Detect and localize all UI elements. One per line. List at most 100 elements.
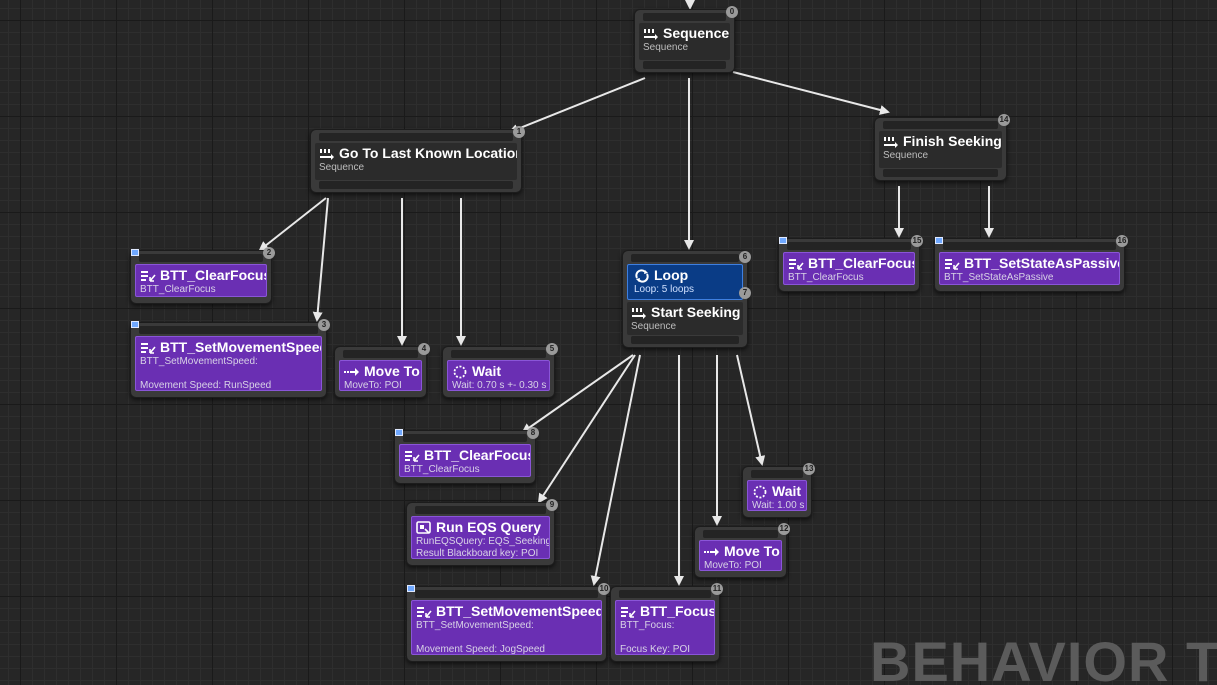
node-sequence-root[interactable]: Sequence Sequence 0 bbox=[634, 6, 738, 73]
execution-order-badge: 11 bbox=[711, 583, 723, 595]
sequence-icon bbox=[319, 147, 335, 161]
node-title: BTT_SetStateAsPassive bbox=[964, 255, 1120, 271]
node-title: BTT_ClearFocus bbox=[808, 255, 915, 271]
node-body: Start Seeking Sequence bbox=[627, 302, 743, 335]
input-pin[interactable] bbox=[703, 530, 778, 538]
input-pin[interactable] bbox=[139, 254, 263, 262]
node-btt-clearfocus[interactable]: BTT_ClearFocus BTT_ClearFocus 2 bbox=[130, 247, 275, 304]
input-pin[interactable] bbox=[619, 590, 711, 598]
wire bbox=[732, 71, 890, 115]
node-btt-setstateaspassive[interactable]: BTT_SetStateAsPassive BTT_SetStateAsPass… bbox=[934, 235, 1128, 292]
wire bbox=[508, 77, 646, 134]
input-pin[interactable] bbox=[451, 350, 546, 358]
execution-order-badge: 16 bbox=[1116, 235, 1128, 247]
node-subtitle: BTT_SetMovementSpeed: bbox=[416, 620, 534, 631]
node-subtitle: Sequence bbox=[643, 42, 689, 53]
execution-order-badge: 10 bbox=[598, 583, 610, 595]
node-subtitle: Wait: 0.70 s +- 0.30 s bbox=[452, 380, 547, 391]
node-subtitle: BTT_ClearFocus bbox=[404, 464, 480, 475]
input-pin[interactable] bbox=[883, 121, 998, 129]
input-pin[interactable] bbox=[343, 350, 418, 358]
node-start-seeking[interactable]: Loop Loop: 5 loops 6 Start Seeking Seque… bbox=[622, 250, 751, 348]
node-btt-setmovementspeed[interactable]: BTT_SetMovementSpeed BTT_SetMovementSpee… bbox=[130, 319, 330, 398]
input-pin[interactable] bbox=[943, 242, 1116, 250]
node-body: Wait Wait: 0.70 s +- 0.30 s bbox=[447, 360, 550, 391]
task-list-icon bbox=[140, 269, 156, 283]
node-property: Movement Speed: JogSpeed bbox=[416, 644, 545, 655]
node-btt-clearfocus[interactable]: BTT_ClearFocus BTT_ClearFocus 8 bbox=[394, 427, 539, 484]
input-pin[interactable] bbox=[643, 13, 726, 21]
node-wait[interactable]: Wait Wait: 1.00 s 13 bbox=[742, 463, 815, 518]
execution-order-badge: 5 bbox=[546, 343, 558, 355]
node-subtitle: RunEQSQuery: EQS_Seeking bbox=[416, 536, 550, 547]
wire bbox=[258, 197, 327, 252]
input-pin[interactable] bbox=[403, 434, 527, 442]
watermark-text: BEHAVIOR TR bbox=[870, 632, 1217, 685]
node-body: BTT_ClearFocus BTT_ClearFocus bbox=[135, 264, 267, 297]
decorator-subtitle: Loop: 5 loops bbox=[634, 284, 695, 295]
node-subtitle: MoveTo: POI bbox=[344, 380, 402, 391]
input-pin[interactable] bbox=[415, 590, 598, 598]
node-body: BTT_ClearFocus BTT_ClearFocus bbox=[783, 252, 915, 285]
node-btt-clearfocus[interactable]: BTT_ClearFocus BTT_ClearFocus 15 bbox=[778, 235, 923, 292]
node-title: Move To bbox=[364, 363, 420, 379]
node-move-to[interactable]: Move To MoveTo: POI 12 bbox=[694, 523, 790, 578]
breakpoint-flag-icon bbox=[935, 237, 943, 244]
node-body: BTT_Focus BTT_Focus: Focus Key: POI bbox=[615, 600, 715, 655]
node-wait[interactable]: Wait Wait: 0.70 s +- 0.30 s 5 bbox=[442, 343, 558, 398]
sequence-icon bbox=[631, 306, 647, 320]
wire bbox=[590, 354, 641, 586]
input-pin[interactable] bbox=[631, 254, 739, 262]
node-subtitle: BTT_SetStateAsPassive bbox=[944, 272, 1054, 283]
node-go-to-last-known-location[interactable]: Go To Last Known Location Sequence 1 bbox=[310, 126, 525, 193]
node-subtitle: Sequence bbox=[319, 162, 365, 173]
behavior-tree-watermark: BEHAVIOR TR bbox=[870, 632, 1217, 685]
sequence-icon bbox=[883, 135, 899, 149]
input-pin[interactable] bbox=[787, 242, 911, 250]
node-body: BTT_ClearFocus BTT_ClearFocus bbox=[399, 444, 531, 477]
breakpoint-flag-icon bbox=[131, 249, 139, 256]
output-pin[interactable] bbox=[319, 181, 513, 189]
node-body: Move To MoveTo: POI bbox=[699, 540, 782, 571]
wire bbox=[736, 354, 766, 466]
node-finish-seeking[interactable]: Finish Seeking Sequence 14 bbox=[874, 114, 1010, 181]
execution-order-badge: 4 bbox=[418, 343, 430, 355]
node-title: BTT_SetMovementSpeed bbox=[436, 603, 602, 619]
wire bbox=[312, 197, 329, 322]
node-title: Start Seeking bbox=[651, 304, 741, 320]
breakpoint-flag-icon bbox=[131, 321, 139, 328]
output-pin[interactable] bbox=[631, 336, 739, 344]
breakpoint-flag-icon bbox=[395, 429, 403, 436]
task-list-icon bbox=[140, 341, 156, 355]
node-subtitle: Sequence bbox=[631, 321, 677, 332]
node-property: Result Blackboard key: POI bbox=[416, 548, 539, 559]
node-body: Finish Seeking Sequence bbox=[879, 131, 1002, 168]
task-list-icon bbox=[788, 257, 804, 271]
input-pin[interactable] bbox=[415, 506, 546, 514]
node-body: BTT_SetMovementSpeed BTT_SetMovementSpee… bbox=[411, 600, 602, 655]
input-pin[interactable] bbox=[139, 326, 318, 334]
node-body: Move To MoveTo: POI bbox=[339, 360, 422, 391]
node-subtitle: BTT_Focus: bbox=[620, 620, 675, 631]
node-move-to[interactable]: Move To MoveTo: POI 4 bbox=[334, 343, 430, 398]
decorator-loop[interactable]: Loop Loop: 5 loops bbox=[627, 264, 743, 300]
execution-order-badge: 2 bbox=[263, 247, 275, 259]
node-body: BTT_SetStateAsPassive BTT_SetStateAsPass… bbox=[939, 252, 1120, 285]
output-pin[interactable] bbox=[643, 61, 726, 69]
output-pin[interactable] bbox=[883, 169, 998, 177]
node-body: BTT_SetMovementSpeed BTT_SetMovementSpee… bbox=[135, 336, 322, 391]
node-title: BTT_ClearFocus bbox=[160, 267, 267, 283]
task-list-icon bbox=[404, 449, 420, 463]
execution-order-badge: 13 bbox=[803, 463, 815, 475]
node-title: BTT_Focus bbox=[640, 603, 715, 619]
input-pin[interactable] bbox=[751, 470, 803, 478]
node-title: Go To Last Known Location bbox=[339, 145, 517, 161]
node-run-eqs-query[interactable]: Run EQS Query RunEQSQuery: EQS_Seeking R… bbox=[406, 499, 558, 566]
task-list-icon bbox=[944, 257, 960, 271]
node-btt-setmovementspeed[interactable]: BTT_SetMovementSpeed BTT_SetMovementSpee… bbox=[406, 583, 610, 662]
task-list-icon bbox=[620, 605, 636, 619]
decorator-title: Loop bbox=[654, 267, 689, 283]
node-subtitle: Wait: 1.00 s bbox=[752, 500, 805, 511]
node-btt-focus[interactable]: BTT_Focus BTT_Focus: Focus Key: POI 11 bbox=[610, 583, 723, 662]
input-pin[interactable] bbox=[319, 133, 513, 141]
